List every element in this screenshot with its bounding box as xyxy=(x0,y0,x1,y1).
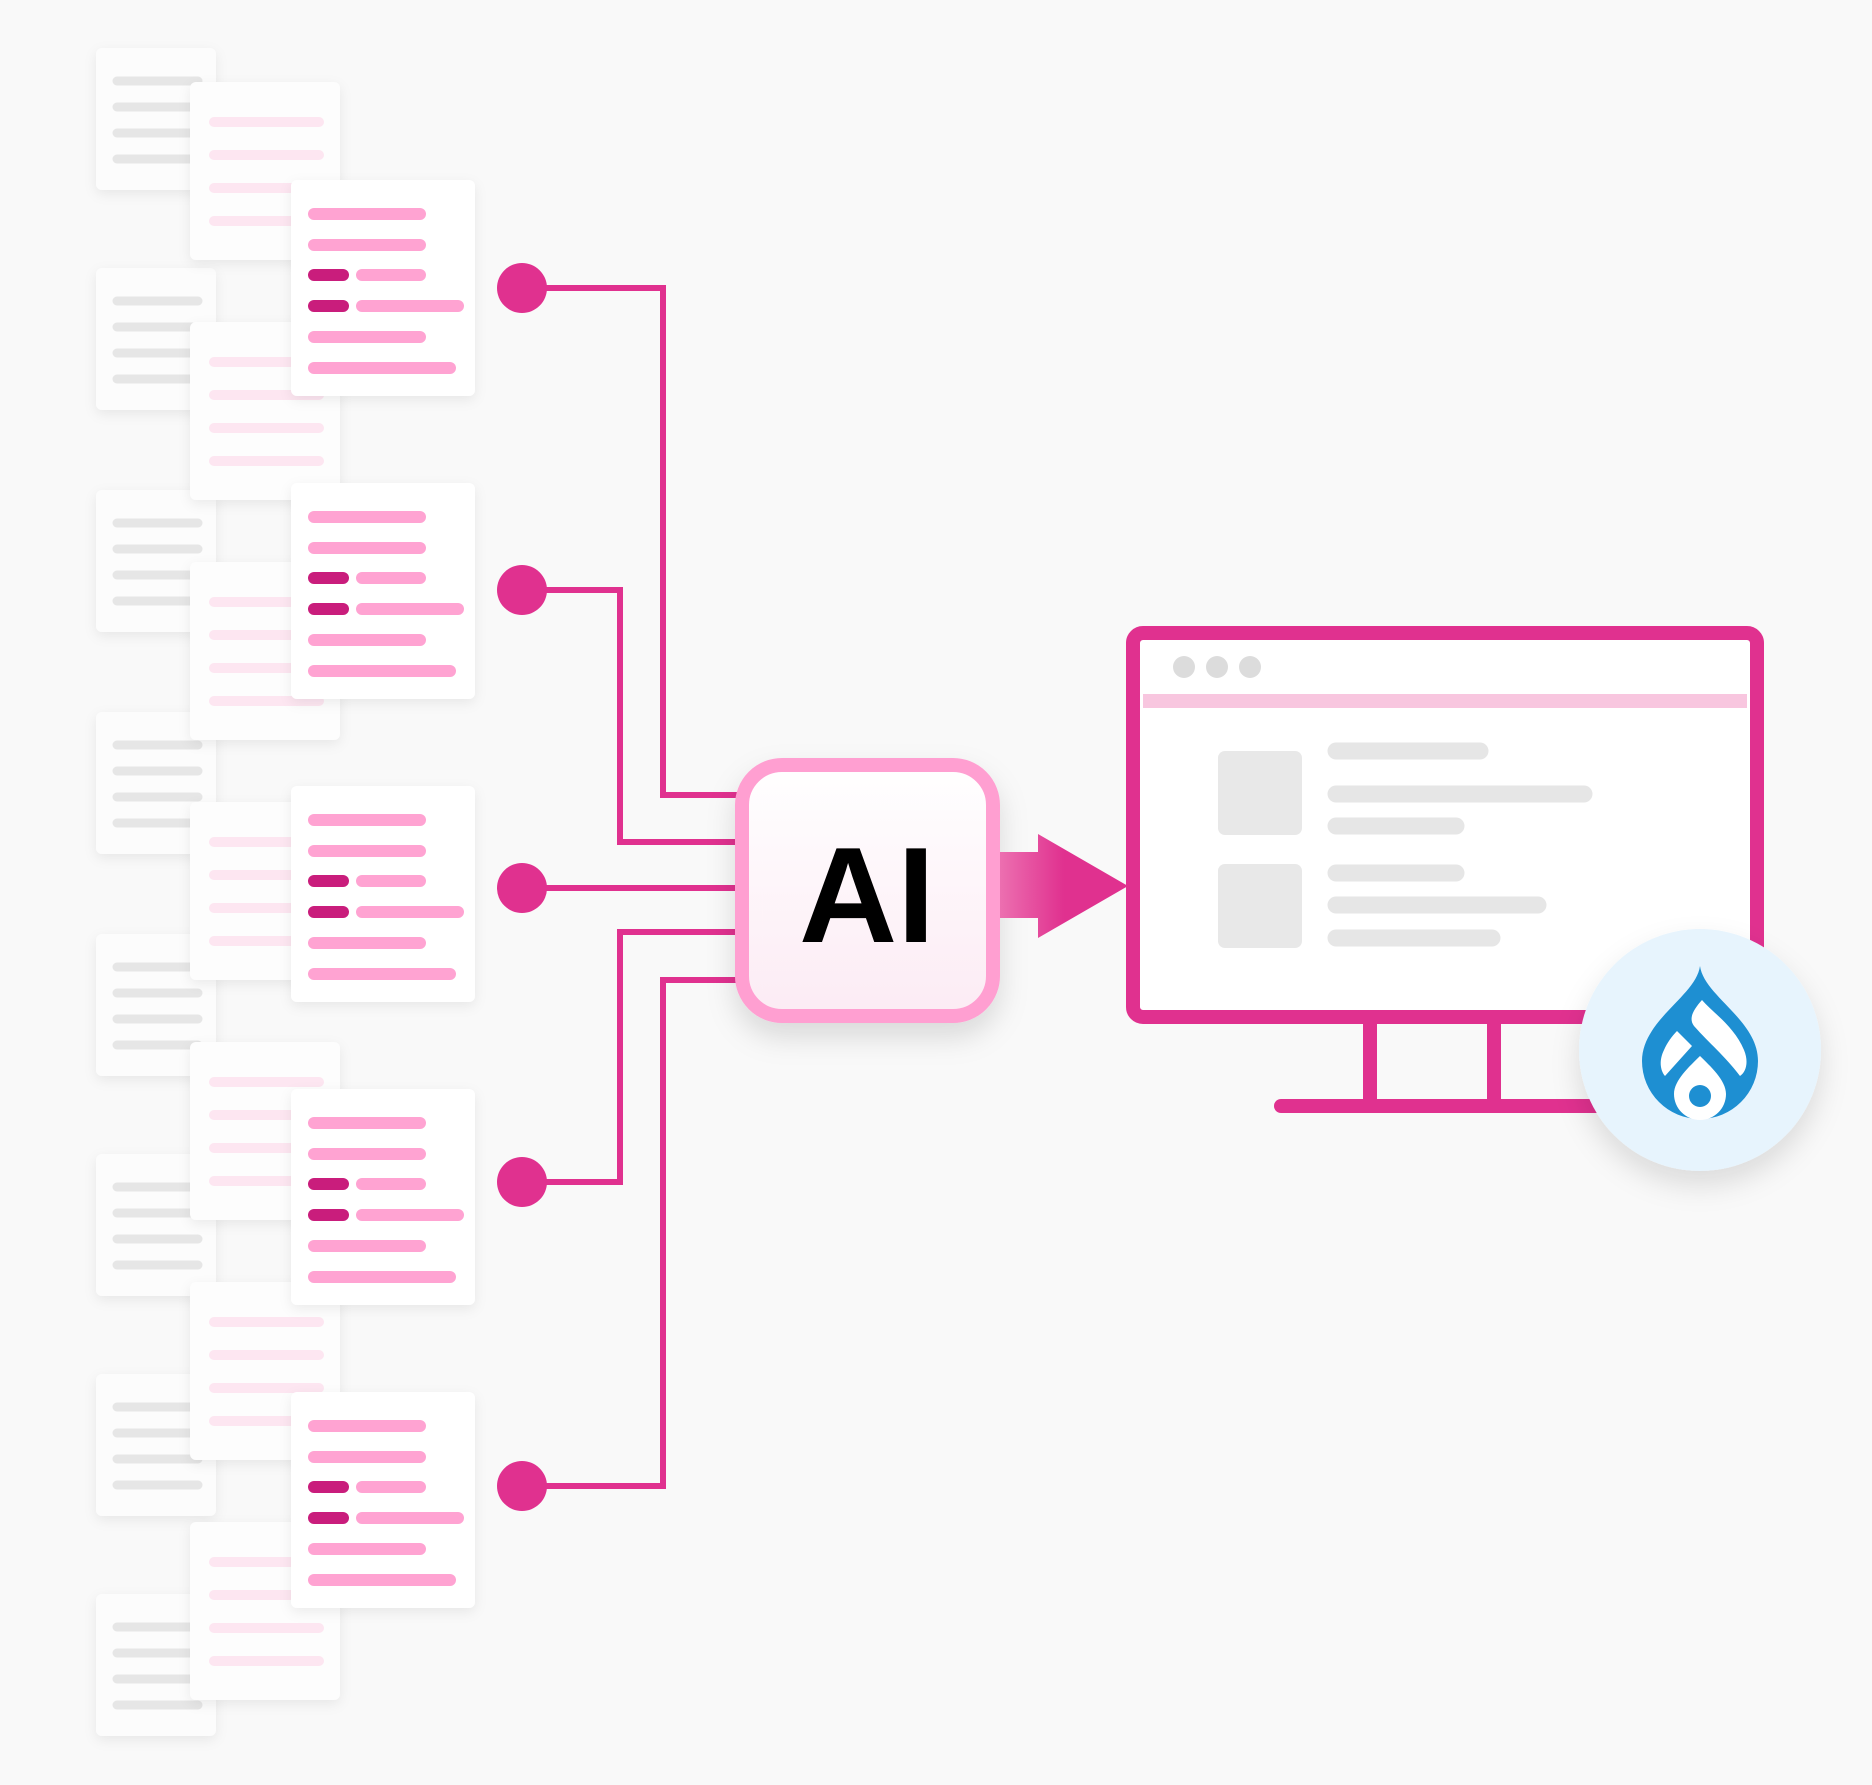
connector-dot xyxy=(497,1157,547,1207)
connector-line xyxy=(522,587,742,845)
connector-lines xyxy=(522,285,742,1489)
background-document-stack xyxy=(96,48,216,1736)
source-documents xyxy=(291,180,475,1608)
connector-line xyxy=(522,285,742,798)
ai-label: AI xyxy=(799,819,935,971)
background-document xyxy=(96,268,216,410)
connector-line xyxy=(522,977,742,1489)
drupal-drop-icon xyxy=(1642,966,1758,1120)
background-document xyxy=(96,1154,216,1296)
connector-dot xyxy=(497,1461,547,1511)
background-document xyxy=(96,934,216,1076)
content-thumbnail xyxy=(1218,751,1302,835)
browser-toolbar-bar xyxy=(1143,694,1747,708)
ai-processor-box xyxy=(735,758,1000,1023)
connector-dots xyxy=(497,263,547,1511)
connector-dot xyxy=(497,863,547,913)
background-document xyxy=(96,1594,216,1736)
background-document xyxy=(96,490,216,632)
connector-dot xyxy=(497,263,547,313)
source-document xyxy=(291,786,475,1002)
drupal-badge xyxy=(1579,929,1821,1171)
background-document xyxy=(96,712,216,854)
source-document xyxy=(291,1392,475,1608)
background-document xyxy=(96,48,216,190)
connector-line xyxy=(522,929,742,1185)
ai-processor: AI xyxy=(735,758,1000,1023)
output-monitor xyxy=(1126,626,1764,1113)
source-document xyxy=(291,1089,475,1305)
source-document xyxy=(291,483,475,699)
window-dot xyxy=(1173,656,1195,678)
connector-dot xyxy=(497,565,547,615)
window-dot xyxy=(1239,656,1261,678)
source-document xyxy=(291,180,475,396)
content-thumbnail xyxy=(1218,864,1302,948)
output-arrow xyxy=(1000,834,1128,938)
window-dot xyxy=(1206,656,1228,678)
background-document xyxy=(96,1374,216,1516)
